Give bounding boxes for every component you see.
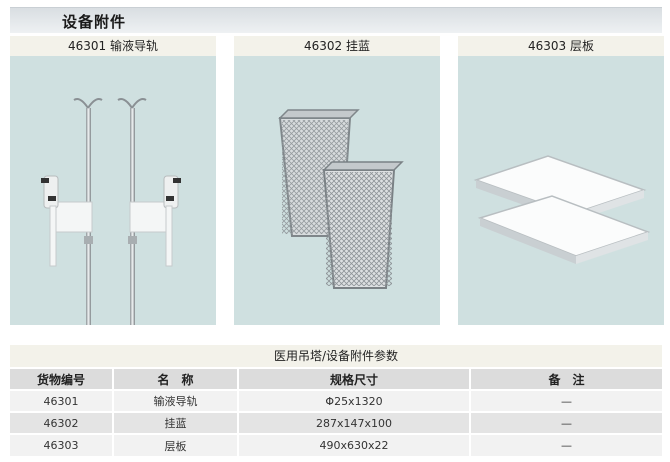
section-title: 设备附件 bbox=[62, 13, 127, 31]
product-card-46303: 46303 层板 bbox=[458, 36, 664, 325]
spec-table-title: 医用吊塔/设备附件参数 bbox=[10, 345, 662, 367]
product-label: 46301 输液导轨 bbox=[10, 36, 216, 56]
cell-item-no: 46301 bbox=[10, 389, 114, 412]
section-header: 设备附件 bbox=[10, 7, 662, 33]
cell-name: 层板 bbox=[113, 433, 239, 456]
product-image-shelf bbox=[458, 56, 664, 325]
basket-illustration bbox=[278, 109, 404, 289]
cell-size: 287x147x100 bbox=[238, 411, 471, 434]
product-label: 46303 层板 bbox=[458, 36, 664, 56]
cell-size: 490x630x22 bbox=[238, 433, 471, 456]
cell-name: 输液导轨 bbox=[113, 389, 239, 412]
column-header: 规格尺寸 bbox=[238, 369, 471, 390]
product-image-basket bbox=[234, 56, 440, 325]
column-header: 备 注 bbox=[470, 369, 662, 390]
table-header-row: 货物编号 名 称 规格尺寸 备 注 bbox=[10, 369, 662, 390]
iv-rail-illustration bbox=[41, 98, 181, 325]
spec-table: 货物编号 名 称 规格尺寸 备 注 46301 输液导轨 Φ25x1320 — … bbox=[10, 369, 662, 456]
product-label: 46302 挂蓝 bbox=[234, 36, 440, 56]
cell-name: 挂蓝 bbox=[113, 411, 239, 434]
table-row: 46301 输液导轨 Φ25x1320 — bbox=[10, 389, 662, 412]
product-image-iv-rail bbox=[10, 56, 216, 325]
cell-size: Φ25x1320 bbox=[238, 389, 471, 412]
product-card-46301: 46301 输液导轨 bbox=[10, 36, 216, 325]
shelf-illustration bbox=[473, 155, 651, 264]
cell-remark: — bbox=[470, 411, 662, 434]
cell-item-no: 46302 bbox=[10, 411, 114, 434]
column-header: 货物编号 bbox=[10, 369, 114, 390]
cell-remark: — bbox=[470, 389, 662, 412]
cell-remark: — bbox=[470, 433, 662, 456]
column-header: 名 称 bbox=[113, 369, 239, 390]
table-row: 46302 挂蓝 287x147x100 — bbox=[10, 411, 662, 434]
cell-item-no: 46303 bbox=[10, 433, 114, 456]
product-card-46302: 46302 挂蓝 bbox=[234, 36, 440, 325]
table-row: 46303 层板 490x630x22 — bbox=[10, 433, 662, 456]
